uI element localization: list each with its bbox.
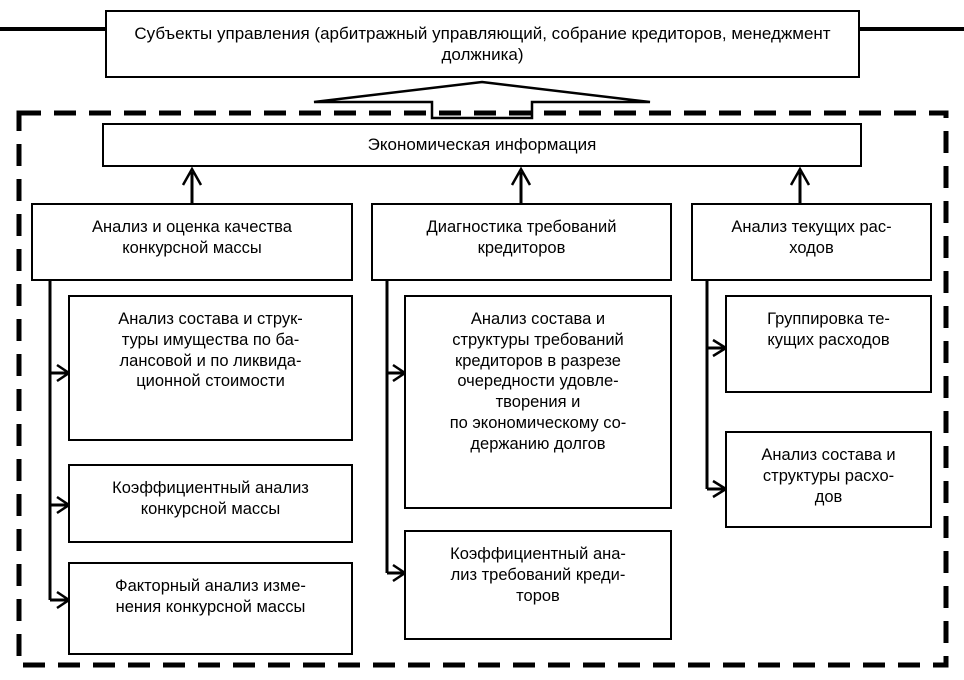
box-creditors-child-2: Коэффициентный ана- лиз требований креди… — [404, 530, 672, 640]
box-category-creditors: Диагностика требований кредиторов — [371, 203, 672, 281]
bus-column-quality — [48, 281, 72, 610]
box-economic-information: Экономическая информация — [102, 123, 862, 167]
box-creditors-child-2-label: Коэффициентный ана- лиз требований креди… — [450, 545, 626, 605]
box-expenses-child-1-label: Группировка те- кущих расходов — [767, 310, 890, 349]
box-quality-child-2-label: Коэффициентный анализ конкурсной массы — [112, 479, 309, 518]
box-economic-information-label: Экономическая информация — [367, 135, 597, 155]
box-quality-child-1: Анализ состава и струк- туры имущества п… — [68, 295, 353, 441]
arrow-cat3-to-info — [789, 166, 811, 203]
box-expenses-child-2: Анализ состава и структуры расхо- дов — [725, 431, 932, 528]
box-quality-child-2: Коэффициентный анализ конкурсной массы — [68, 464, 353, 543]
arrow-cat2-to-info — [510, 166, 532, 203]
box-category-expenses: Анализ текущих рас- ходов — [691, 203, 932, 281]
bus-column-expenses — [705, 281, 729, 499]
box-quality-child-3: Факторный анализ изме- нения конкурсной … — [68, 562, 353, 655]
big-up-arrow — [313, 80, 651, 120]
arrow-cat1-to-info — [181, 166, 203, 203]
box-category-quality: Анализ и оценка качества конкурсной масс… — [31, 203, 353, 281]
box-management-subjects-label: Субъекты управления (арбитражный управля… — [134, 24, 831, 65]
box-expenses-child-1: Группировка те- кущих расходов — [725, 295, 932, 393]
box-category-creditors-label: Диагностика требований кредиторов — [426, 218, 617, 257]
bus-column-creditors — [385, 281, 408, 583]
box-expenses-child-2-label: Анализ состава и структуры расхо- дов — [761, 446, 896, 506]
box-management-subjects: Субъекты управления (арбитражный управля… — [105, 10, 860, 78]
box-category-expenses-label: Анализ текущих рас- ходов — [731, 218, 892, 257]
box-creditors-child-1-label: Анализ состава и структуры требований кр… — [449, 310, 627, 453]
box-quality-child-1-label: Анализ состава и струк- туры имущества п… — [118, 310, 303, 391]
box-creditors-child-1: Анализ состава и структуры требований кр… — [404, 295, 672, 509]
box-category-quality-label: Анализ и оценка качества конкурсной масс… — [92, 218, 292, 257]
box-quality-child-3-label: Факторный анализ изме- нения конкурсной … — [115, 577, 306, 616]
